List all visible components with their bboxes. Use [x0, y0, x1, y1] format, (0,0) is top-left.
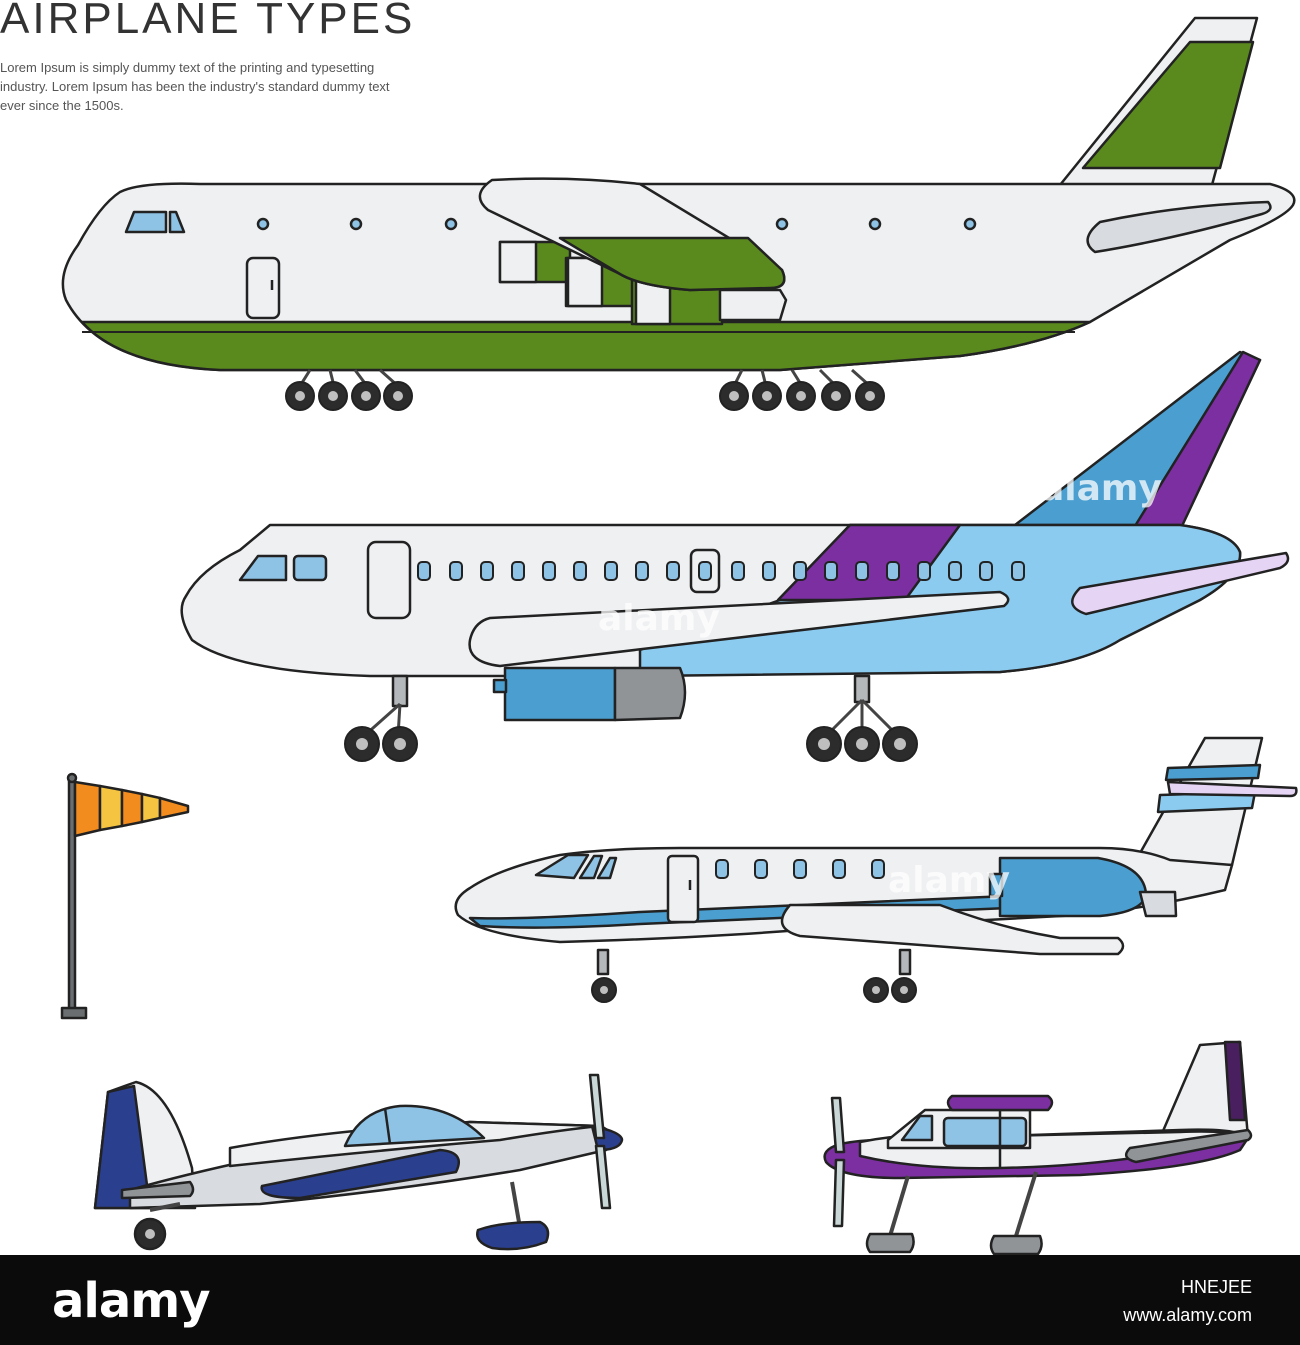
footer-brand-logo[interactable]: alamy: [52, 1273, 211, 1329]
illustration-canvas: [60, 16, 1298, 1255]
light-propeller-plane: [823, 1040, 1253, 1255]
cargo-plane: [61, 16, 1296, 411]
windsock: [60, 772, 190, 1020]
passenger-airliner: [180, 350, 1290, 762]
page-title: AIRPLANE TYPES: [0, 0, 416, 43]
footer-site-link[interactable]: www.alamy.com: [1123, 1305, 1252, 1325]
page-description: Lorem Ipsum is simply dummy text of the …: [0, 60, 390, 113]
footer-bar: alamy HNEJEE www.alamy.com: [0, 1255, 1300, 1345]
footer-image-id: HNEJEE: [1180, 1277, 1252, 1297]
aerobatic-propeller-plane: [93, 1073, 624, 1251]
business-jet: [454, 736, 1298, 1003]
